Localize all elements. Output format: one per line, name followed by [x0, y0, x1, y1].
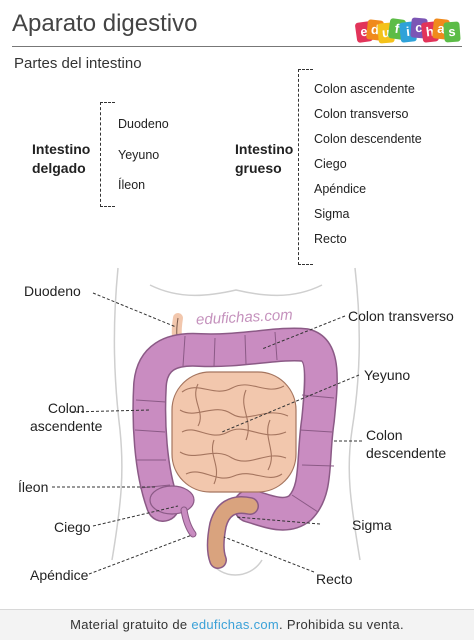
edufichas-logo: e d u f i c h a s: [354, 16, 461, 46]
large-intestine-label-line1: Intestino: [235, 141, 294, 157]
leader-lines: [52, 292, 362, 575]
callout-colon-descendente-line1: Colon: [366, 427, 403, 443]
large-item-sigma: Sigma: [314, 207, 350, 221]
header-divider: [12, 46, 462, 47]
small-intestine-label: Intestino delgado: [32, 140, 90, 178]
small-item-yeyuno: Yeyuno: [118, 148, 160, 162]
small-intestine-bracket: [100, 102, 115, 207]
large-item-colon-ascendente: Colon ascendente: [314, 82, 415, 96]
large-item-apendice: Apéndice: [314, 182, 367, 196]
callout-colon-transverso: Colon transverso: [348, 308, 454, 324]
colon-shape: [132, 327, 338, 531]
callout-recto: Recto: [316, 571, 353, 587]
callout-colon-ascendente-line1: Colon: [47, 400, 85, 416]
footer-prefix: Material gratuito de: [70, 617, 192, 632]
intestine-illustration: [52, 267, 362, 576]
callout-sigma: Sigma: [352, 517, 392, 533]
callout-ciego: Ciego: [54, 519, 91, 535]
callout-apendice: Apéndice: [30, 567, 89, 583]
rectum-fill: [208, 497, 258, 568]
footer-brand-link[interactable]: edufichas.com: [191, 617, 280, 632]
callout-ileon: Íleon: [18, 479, 49, 495]
section-subtitle: Partes del intestino: [14, 55, 142, 72]
large-intestine-label: Intestino grueso: [235, 140, 293, 178]
large-item-ciego: Ciego: [314, 157, 347, 171]
callout-colon-ascendente-line2: ascendente: [30, 418, 103, 434]
logo-letter-9: s: [443, 21, 461, 43]
callout-colon-descendente: Colon descendente: [366, 426, 446, 462]
large-intestine-bracket: [298, 69, 313, 265]
small-intestine-label-line2: delgado: [32, 160, 86, 176]
appendix-fill: [181, 507, 196, 537]
callout-yeyuno: Yeyuno: [364, 367, 411, 383]
small-item-duodeno: Duodeno: [118, 117, 169, 131]
large-item-colon-transverso: Colon transverso: [314, 107, 409, 121]
small-intestine-label-line1: Intestino: [32, 141, 91, 157]
large-item-recto: Recto: [314, 232, 347, 246]
small-item-ileon: Íleon: [118, 178, 146, 192]
small-intestine-shape: [171, 371, 297, 493]
large-intestine-label-line2: grueso: [235, 160, 282, 176]
callout-colon-descendente-line2: descendente: [366, 445, 447, 461]
callout-colon-ascendente: Colon ascendente: [30, 399, 102, 435]
footer: Material gratuito de edufichas.com. Proh…: [0, 609, 474, 640]
large-item-colon-descendente: Colon descendente: [314, 132, 422, 146]
page-title: Aparato digestivo: [12, 10, 198, 37]
callout-duodeno: Duodeno: [24, 283, 81, 299]
footer-suffix: . Prohibida su venta.: [279, 617, 404, 632]
